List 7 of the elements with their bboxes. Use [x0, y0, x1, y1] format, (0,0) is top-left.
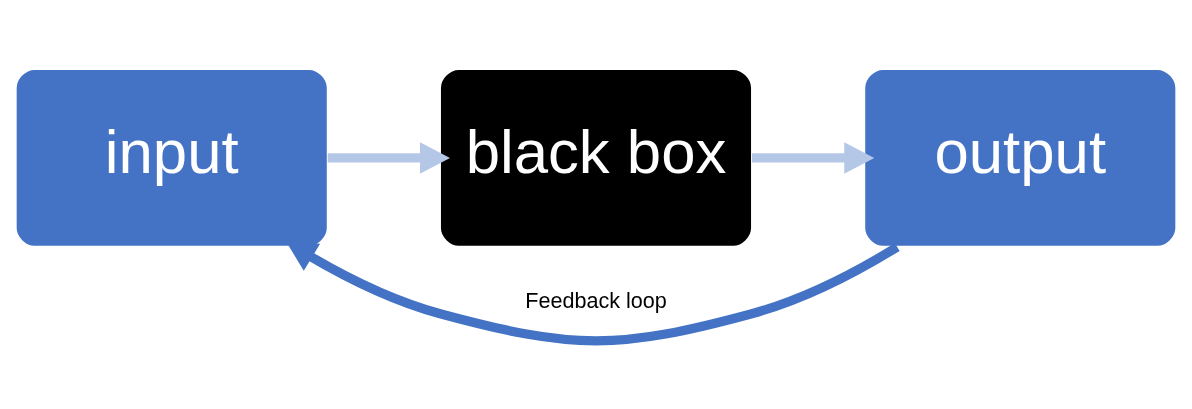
- arrow: [286, 241, 900, 345]
- node-box: input: [15, 67, 329, 247]
- arrow: [752, 141, 875, 174]
- arrow: [327, 141, 450, 174]
- node-box: black box: [439, 67, 753, 247]
- node-box: output: [863, 67, 1177, 247]
- edge-label: Feedback loop: [525, 287, 667, 313]
